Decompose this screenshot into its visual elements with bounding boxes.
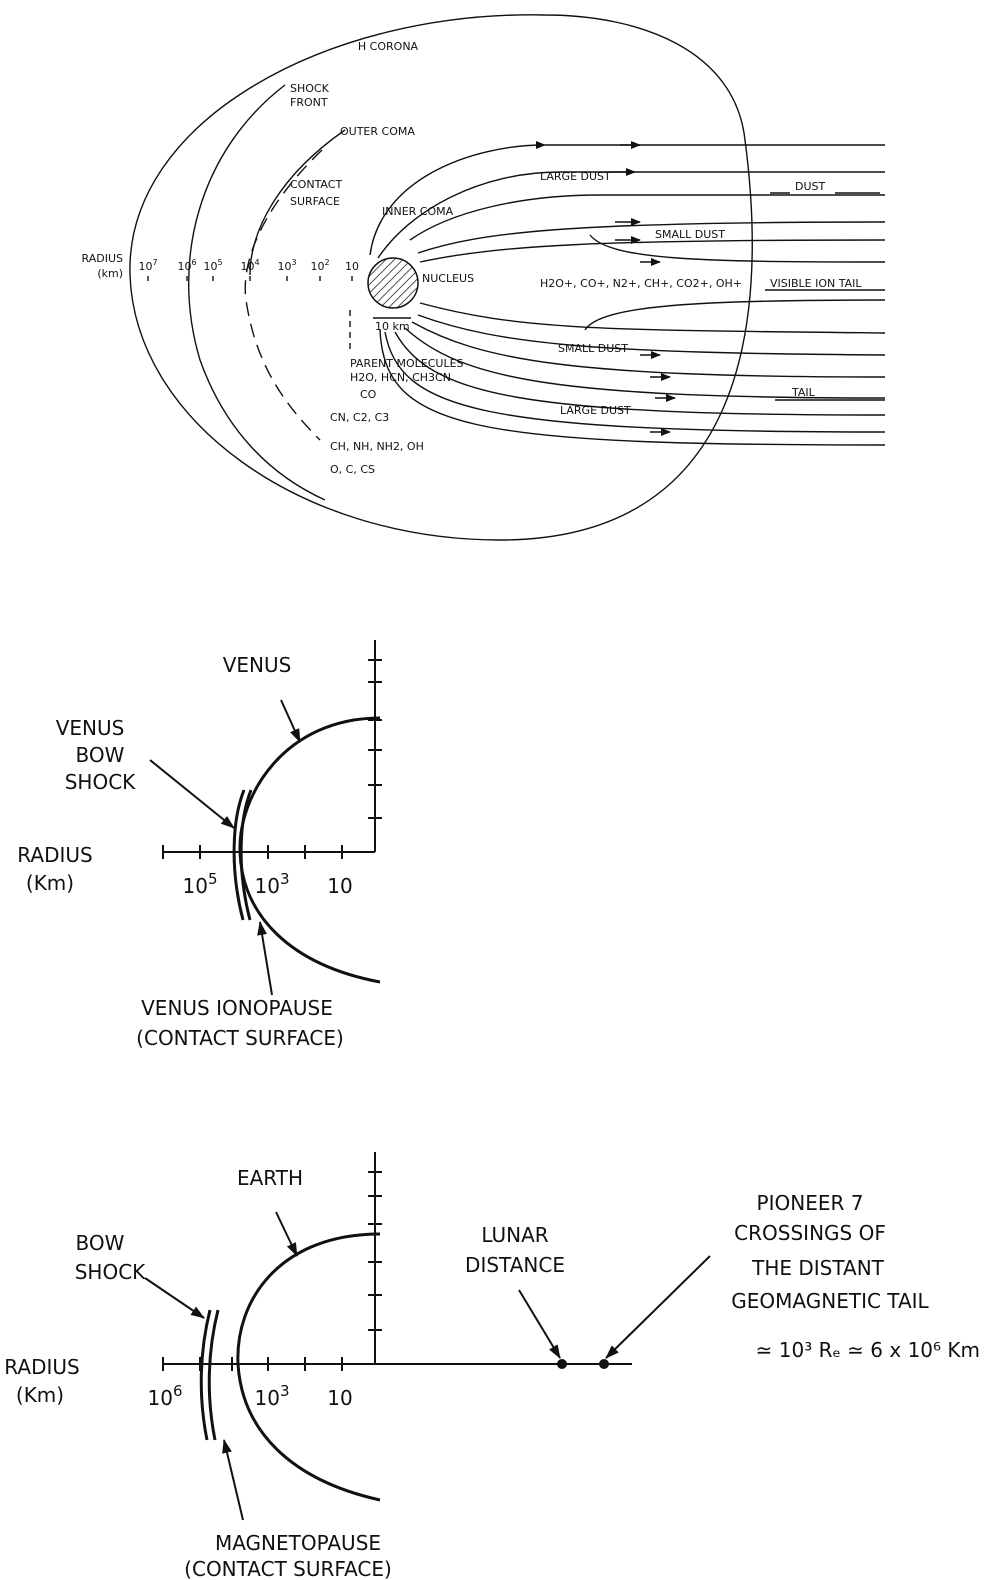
venus-horizontal-ticks <box>162 845 343 859</box>
visible-ion-tail-label: VISIBLE ION TAIL <box>770 277 862 290</box>
venus-radius-label-2: (Km) <box>26 871 74 895</box>
venus-tick-labels: 105 103 10 <box>183 870 353 898</box>
earth-arrow <box>275 1211 298 1257</box>
lunar-distance-arrow <box>518 1289 561 1359</box>
venus-bow-shock-label-1: VENUS <box>56 716 125 740</box>
magnetopause-label-2: (CONTACT SURFACE) <box>184 1557 392 1580</box>
molecules-line-2: CO <box>360 388 377 401</box>
radius-label-1: RADIUS <box>82 252 123 265</box>
venus-diagram: VENUS VENUS BOW SHOCK RADIUS (Km) 105 103… <box>17 640 382 1050</box>
venus-radius-label-1: RADIUS <box>17 843 92 867</box>
h-corona-boundary <box>129 14 753 541</box>
venus-planet-curve <box>238 716 381 984</box>
earth-vertical-ticks <box>368 1171 382 1331</box>
outer-coma-curve <box>249 129 346 276</box>
magnetopause-label-1: MAGNETOPAUSE <box>215 1531 381 1555</box>
parent-molecules-label: PARENT MOLECULES <box>350 357 464 370</box>
earth-planet-curve <box>236 1232 381 1502</box>
venus-ionopause-label-1: VENUS IONOPAUSE <box>141 996 333 1020</box>
shock-front-curve <box>187 84 326 501</box>
earth-tick-label: 106 <box>148 1382 183 1410</box>
h-corona-label: H CORONA <box>358 40 419 53</box>
pioneer-label-1: PIONEER 7 <box>757 1191 864 1215</box>
magnetopause-arrow <box>222 1439 244 1521</box>
nucleus-label: NUCLEUS <box>422 272 474 285</box>
pioneer-arrow <box>605 1255 711 1359</box>
contact-surface-label-1: CONTACT <box>290 178 342 191</box>
earth-label: EARTH <box>237 1166 303 1190</box>
shock-front-label-2: FRONT <box>290 96 328 109</box>
venus-bow-shock-arrow <box>149 759 235 829</box>
large-dust-top-label: LARGE DUST <box>540 170 611 183</box>
lunar-distance-label-1: LUNAR <box>481 1223 548 1247</box>
venus-vertical-ticks <box>368 659 382 819</box>
comet-radius-tick-label: 102 <box>310 258 329 273</box>
pioneer-crossing-marker <box>599 1359 609 1369</box>
venus-label: VENUS <box>223 653 292 677</box>
venus-tick-label: 10 <box>327 874 352 898</box>
venus-arrow <box>280 699 301 743</box>
venus-ionopause-label-2: (CONTACT SURFACE) <box>136 1026 344 1050</box>
molecules-line-4: CH, NH, NH2, OH <box>330 440 424 453</box>
contact-surface-label-2: SURFACE <box>290 195 340 208</box>
radius-label-2: (km) <box>97 267 123 280</box>
pioneer-label-4: GEOMAGNETIC TAIL <box>731 1289 929 1313</box>
earth-radius-label-1: RADIUS <box>4 1355 79 1379</box>
contact-surface-curve <box>244 149 323 441</box>
earth-tick-labels: 106 103 10 <box>148 1382 353 1410</box>
ions-label: H2O+, CO+, N2+, CH+, CO2+, OH+ <box>540 277 742 290</box>
molecules-line-1: H2O, HCN, CH3CN <box>350 371 451 384</box>
pioneer-value-label: ≃ 10³ Rₑ ≃ 6 x 10⁶ Km <box>756 1338 980 1362</box>
earth-bow-shock-label-1: BOW <box>76 1231 125 1255</box>
outer-coma-label: OUTER COMA <box>340 125 415 138</box>
lunar-distance-label-2: DISTANCE <box>465 1253 565 1277</box>
small-dust-top-label: SMALL DUST <box>655 228 725 241</box>
venus-tick-label: 105 <box>183 870 218 898</box>
venus-tick-label: 103 <box>255 870 290 898</box>
comet-radius-tick-label: 106 <box>177 258 196 273</box>
earth-radius-label-2: (Km) <box>16 1383 64 1407</box>
comet-radius-tick-label: 104 <box>240 258 259 273</box>
venus-bow-shock-outer <box>232 789 246 921</box>
earth-tick-label: 10 <box>327 1386 352 1410</box>
comet-radius-tick-label: 103 <box>277 258 296 273</box>
venus-ionopause-arrow <box>257 921 273 996</box>
scale-label: 10 km <box>375 320 410 333</box>
large-dust-bottom-label: LARGE DUST <box>560 404 631 417</box>
earth-bow-shock-inner <box>207 1309 220 1441</box>
earth-bow-shock-label-2: SHOCK <box>75 1260 146 1284</box>
nucleus-circle <box>367 257 419 309</box>
comet-diagram: H CORONA SHOCK FRONT OUTER COMA CONTACT … <box>82 14 886 541</box>
earth-bow-shock-arrow <box>144 1277 205 1319</box>
pioneer-label-2: CROSSINGS OF <box>734 1221 886 1245</box>
dust-streamlines <box>369 141 886 446</box>
streamline-arrowheads <box>610 141 676 436</box>
comet-radius-tick-label: 105 <box>203 258 222 273</box>
shock-front-label-1: SHOCK <box>290 82 330 95</box>
comet-radius-ticks: 107 106 105 104 103 102 10 <box>138 258 359 281</box>
venus-bow-shock-label-3: SHOCK <box>65 770 136 794</box>
venus-bow-shock-label-2: BOW <box>76 743 125 767</box>
earth-bow-shock-outer <box>199 1309 212 1441</box>
molecules-line-5: O, C, CS <box>330 463 375 476</box>
small-dust-bottom-label: SMALL DUST <box>558 342 628 355</box>
lunar-distance-marker <box>557 1359 567 1369</box>
inner-coma-label: INNER COMA <box>382 205 454 218</box>
comet-radius-tick-label: 10 <box>345 260 359 273</box>
pioneer-label-3: THE DISTANT <box>751 1256 885 1280</box>
dust-label: DUST <box>795 180 826 193</box>
tail-label: TAIL <box>791 386 816 399</box>
molecules-line-3: CN, C2, C3 <box>330 411 389 424</box>
venus-bow-shock-inner <box>239 789 253 921</box>
comet-radius-tick-label: 107 <box>138 258 157 273</box>
earth-diagram: EARTH BOW SHOCK RADIUS (Km) 106 103 10 LUN… <box>4 1152 980 1580</box>
earth-tick-label: 103 <box>255 1382 290 1410</box>
